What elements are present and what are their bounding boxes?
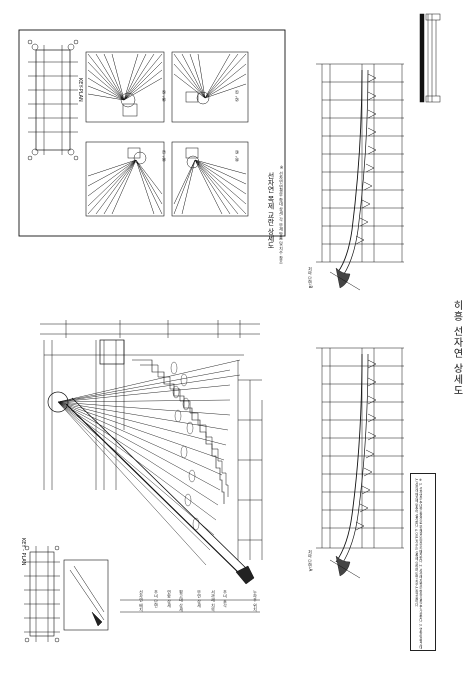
section-b-label: 처마 단면 B: [308, 267, 313, 289]
key-plan-upper: [27, 39, 79, 161]
detail-title: 선자연 목제 교란 상세도: [267, 172, 275, 249]
side-label: 평고대 상세: [179, 590, 184, 612]
detail-label-1: ①,②: [234, 90, 240, 104]
fan-detail-3: [85, 141, 165, 217]
side-label: 부연 상세: [197, 590, 202, 608]
side-label: 연함 상세: [167, 590, 172, 608]
detail-note: ※ 선자연 연결부 확대 상세, 각 부재 맞춤 및 치수 참조: [279, 165, 284, 264]
scale-legend: [419, 13, 441, 103]
rafter-section-b: [316, 63, 404, 291]
side-label: 추녀 단면: [154, 590, 159, 608]
sheet-title: 히흥 선자연 상세도: [451, 300, 462, 397]
side-label: 선자연 배치: [139, 590, 144, 612]
key-plan-lower: [24, 545, 109, 643]
section-a-label: 처마 단면 A: [308, 550, 313, 572]
fan-detail-1: [85, 51, 165, 123]
fan-rafter-plan: [40, 320, 263, 613]
key-plan-lower-label: KEY - PLAN: [20, 538, 26, 566]
side-label: 추녀 초각: [223, 590, 228, 608]
fan-detail-2: [171, 51, 249, 123]
notes-box: ※ 1. 선자연은 추녀를 중심으로 부채살 모양으로 배치한다. 2. 서까래…: [410, 473, 436, 651]
notes-text: ※ 1. 선자연은 추녀를 중심으로 부채살 모양으로 배치한다. 2. 서까래…: [414, 478, 423, 649]
detail-frame: [18, 29, 286, 237]
detail-label-4: ⑦,⑧: [161, 150, 167, 164]
detail-label-3: ⑤,⑥: [161, 90, 167, 104]
side-label: 누하주 위치: [253, 590, 258, 612]
fan-detail-4: [171, 141, 249, 217]
detail-label-2: ③,④: [234, 150, 240, 164]
rafter-section-a: [316, 347, 404, 579]
key-plan-upper-label: KEY-PLAN: [77, 78, 83, 102]
side-label: 서까래 치목: [211, 590, 216, 612]
